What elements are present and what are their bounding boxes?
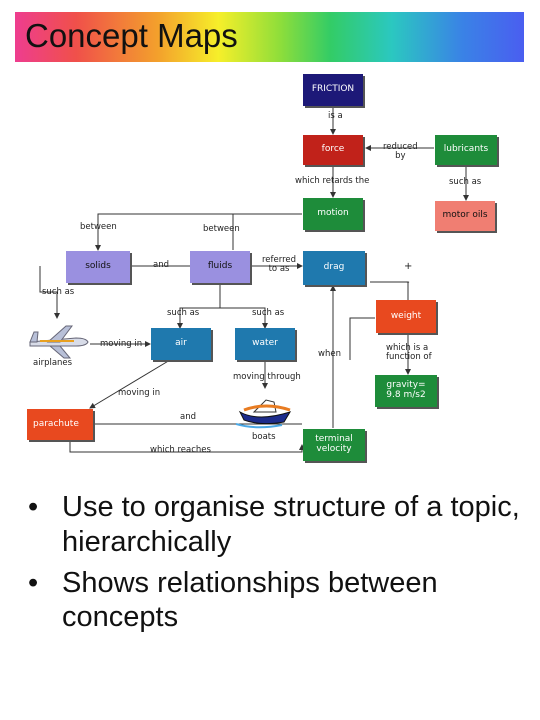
bullet-dot-icon: • (28, 491, 39, 523)
bullet-dot-icon: • (28, 566, 39, 599)
node-gravity: gravity= 9.8 m/s2 (375, 375, 437, 407)
bullet-text: Use to organise structure of a topic, hi… (62, 491, 520, 558)
label-minus-sign: - (406, 277, 410, 288)
bullet-list: • Use to organise structure of a topic, … (28, 490, 528, 641)
label-which-is-a-function-of: which is a function of (386, 343, 432, 362)
page-title: Concept Maps (25, 17, 238, 54)
node-air: air (151, 328, 211, 360)
node-drag: drag (303, 251, 365, 285)
node-friction: FRICTION (303, 74, 363, 106)
label-such-as: such as (449, 177, 482, 187)
label-airplanes: airplanes (33, 358, 73, 368)
label-reduced-by: reduced by (383, 142, 418, 161)
label-between: between (80, 222, 117, 232)
label-such-as: such as (252, 308, 285, 318)
bullet-item: • Shows relationships between concepts (28, 566, 528, 636)
label-is-a: is a (328, 111, 343, 121)
label-which-retards-the: which retards the (295, 176, 370, 186)
label-which-reaches: which reaches (150, 445, 211, 455)
node-water: water (235, 328, 295, 360)
label-when: when (318, 349, 341, 359)
node-motion: motion (303, 198, 363, 230)
boat-icon (236, 399, 292, 429)
title-banner: Concept Maps (15, 12, 524, 62)
connector-lines (39, 106, 469, 453)
node-lubricants: lubricants (435, 135, 497, 165)
concept-map-diagram: FRICTION force lubricants motion motor o… (27, 74, 497, 461)
bullet-text: Shows relationships between concepts (62, 566, 438, 634)
label-moving-in: moving in (118, 388, 161, 398)
node-parachute: parachute (27, 409, 93, 440)
label-and: and (180, 412, 196, 422)
label-and: and (153, 260, 169, 270)
label-boats: boats (252, 432, 276, 442)
label-such-as: such as (167, 308, 200, 318)
label-referred-to-as: referred to as (262, 255, 297, 274)
label-between: between (203, 224, 240, 234)
node-terminal-velocity: terminal velocity (303, 429, 365, 461)
node-weight: weight (376, 300, 436, 333)
label-moving-in: moving in (100, 339, 143, 349)
node-solids: solids (66, 251, 130, 283)
node-force: force (303, 135, 363, 165)
node-fluids: fluids (190, 251, 250, 283)
bullet-item: • Use to organise structure of a topic, … (28, 490, 528, 560)
label-moving-through: moving through (233, 372, 301, 382)
node-motor-oils: motor oils (435, 201, 495, 231)
label-such-as: such as (42, 287, 75, 297)
label-plus-sign: + (404, 261, 413, 272)
airplane-icon (29, 325, 89, 359)
